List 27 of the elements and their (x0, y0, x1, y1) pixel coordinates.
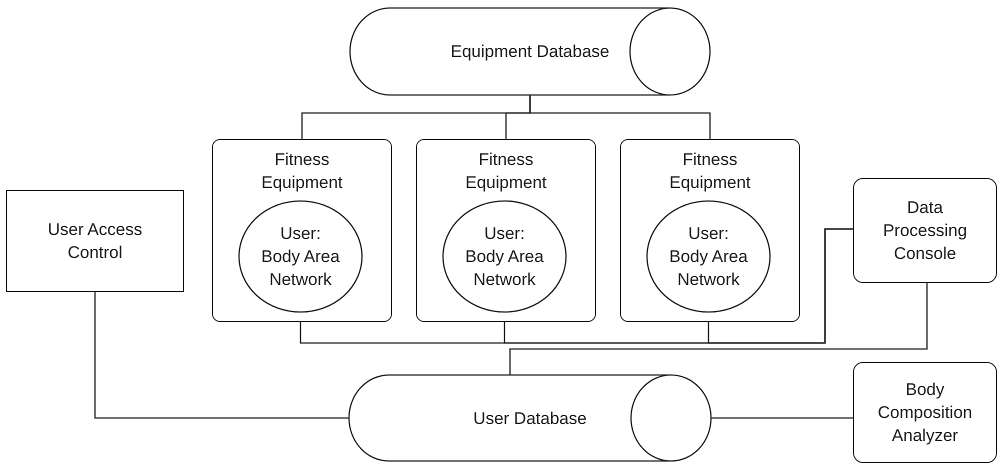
node-label: Fitness Equipment (260, 149, 344, 194)
node-label: Body Composition Analyzer (876, 379, 974, 447)
equipment-box (416, 139, 596, 322)
connector-line (509, 283, 928, 375)
user-ellipse (239, 201, 362, 312)
connector-line (529, 95, 711, 139)
user-ellipse (443, 201, 566, 312)
connector-line (708, 228, 853, 344)
node-label: User: Body Area Network (260, 223, 341, 291)
database-cylinder (350, 8, 710, 95)
connector-line (94, 292, 349, 419)
node-label: User Database (472, 408, 588, 430)
node-label: User: Body Area Network (668, 223, 749, 291)
process-box (853, 362, 997, 463)
equipment-box (212, 139, 392, 322)
node-label: Data Processing Console (882, 197, 968, 265)
node-label: Fitness Equipment (668, 149, 752, 194)
equipment-box (620, 139, 800, 322)
user-ellipse (647, 201, 770, 312)
connector-line (711, 417, 853, 419)
process-box (853, 178, 997, 283)
node-label: Equipment Database (450, 41, 610, 63)
node-label: User Access Control (46, 219, 144, 264)
database-cylinder (349, 375, 711, 461)
node-label: Fitness Equipment (464, 149, 548, 194)
node-label: User: Body Area Network (464, 223, 545, 291)
process-box (6, 190, 184, 292)
